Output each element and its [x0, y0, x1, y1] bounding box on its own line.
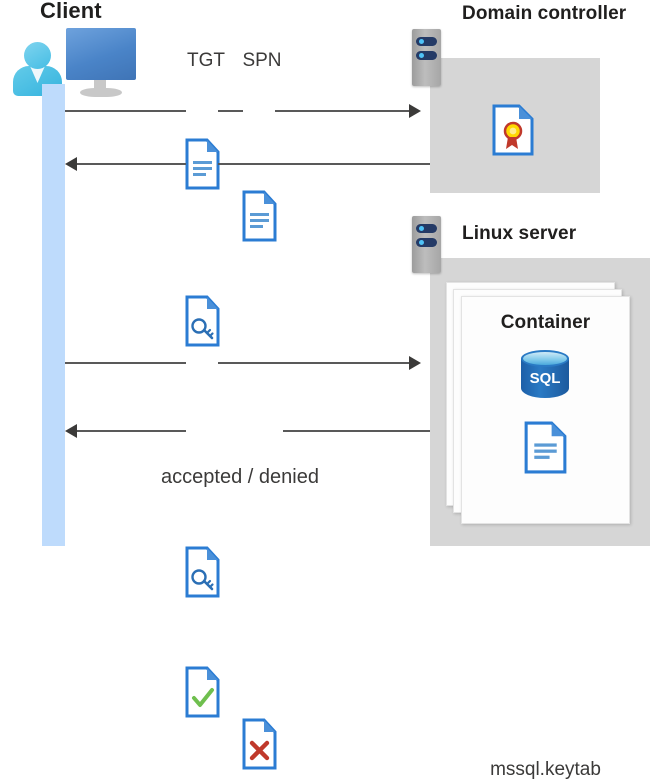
flow-client-to-dc-line — [218, 110, 243, 112]
flow-linux-to-client-arrowhead — [65, 424, 77, 438]
server-rack-icon — [412, 216, 441, 273]
monitor-screen-icon — [66, 28, 136, 80]
flow-client-to-linux-line — [218, 362, 409, 364]
flow-linux-to-client-line — [77, 430, 186, 432]
flow-client-to-dc-arrowhead — [409, 104, 421, 118]
server-rack-icon — [412, 29, 441, 86]
rack-bar — [416, 37, 437, 46]
flow-linux-to-client-line — [283, 430, 430, 432]
client-workstation-icon — [0, 0, 150, 100]
denied-document-icon — [242, 718, 660, 770]
rack-bar — [416, 51, 437, 60]
client-lifeline — [42, 84, 65, 546]
rack-bar — [416, 238, 437, 247]
keytab-document-icon — [524, 421, 660, 474]
flow-client-to-linux-arrowhead — [409, 356, 421, 370]
flow-dc-to-client-line — [77, 163, 186, 165]
sql-database-icon: SQL — [521, 350, 569, 408]
sql-database-label: SQL — [529, 370, 561, 387]
flow-dc-to-client-line — [218, 163, 430, 165]
accepted-document-icon — [185, 666, 660, 718]
domain-controller-title: Domain controller — [462, 3, 627, 24]
monitor-base-icon — [80, 88, 122, 97]
flow-dc-to-client-arrowhead — [65, 157, 77, 171]
spn-label: SPN — [242, 50, 282, 71]
container-card-front: Container SQL mssql.keytab — [461, 296, 630, 780]
request-key-document-icon — [185, 546, 660, 598]
client-title: Client — [40, 0, 102, 23]
spn-document-icon — [242, 190, 660, 242]
accepted-denied-label: accepted / denied — [161, 466, 319, 488]
flow-client-to-dc-line — [65, 110, 186, 112]
rack-bar — [416, 224, 437, 233]
flow-client-to-dc-line — [275, 110, 409, 112]
certificate-document-icon — [492, 104, 660, 156]
tgt-label: TGT — [187, 50, 225, 71]
person-head-icon — [24, 42, 51, 69]
linux-server-title: Linux server — [462, 223, 577, 244]
container-title: Container — [500, 312, 591, 333]
tgt-document-icon — [185, 138, 660, 190]
service-ticket-key-document-icon — [185, 295, 660, 347]
flow-client-to-linux-line — [65, 362, 186, 364]
